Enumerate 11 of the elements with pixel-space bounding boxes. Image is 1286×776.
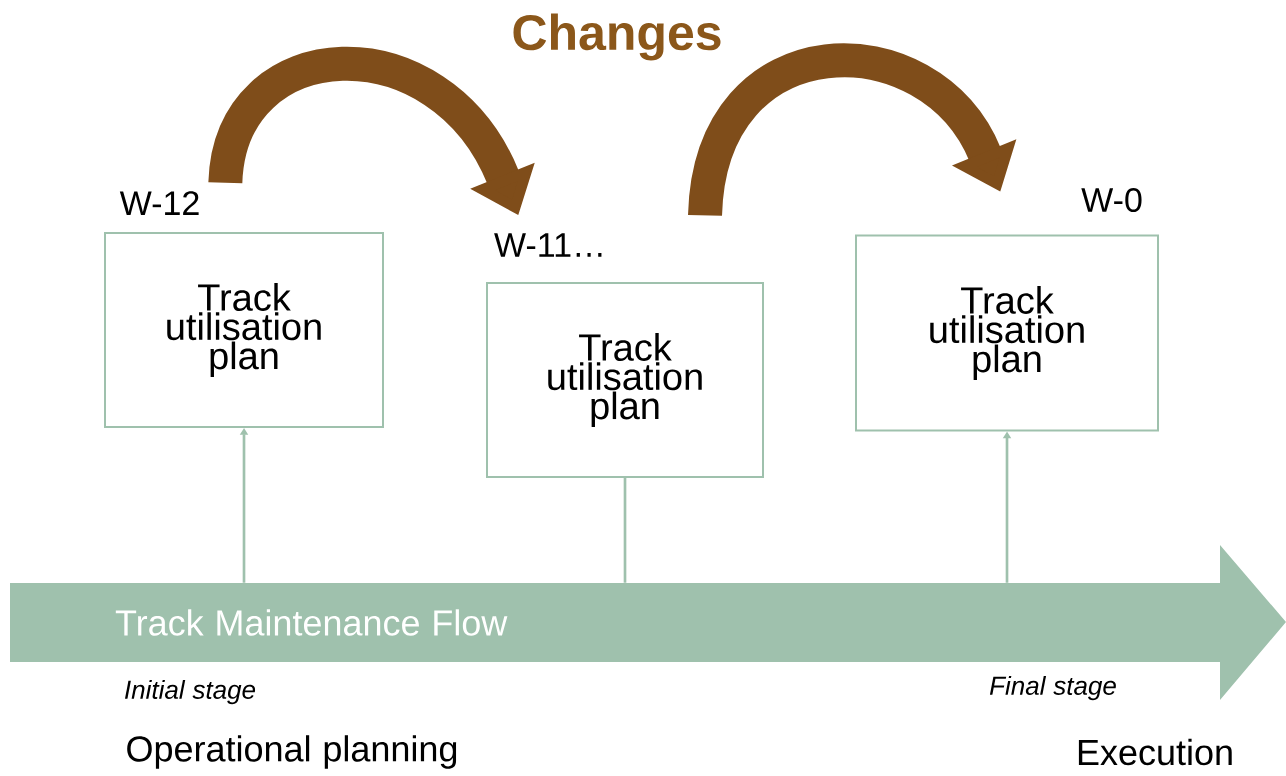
week-label: W-11… [494,233,602,257]
process-box: Track utilisation plan [486,282,764,478]
process-box: Track utilisation plan [104,232,384,428]
process-box: Track utilisation plan [855,234,1159,432]
week-label: W-12 [119,191,199,215]
connector-line [623,478,627,583]
phase-label: Operational planning [127,735,457,769]
week-label: W-0 [1081,188,1142,213]
phase-label: Execution [1078,738,1232,766]
stage-label: Final stage [989,675,1116,701]
title: Changes [513,13,721,61]
